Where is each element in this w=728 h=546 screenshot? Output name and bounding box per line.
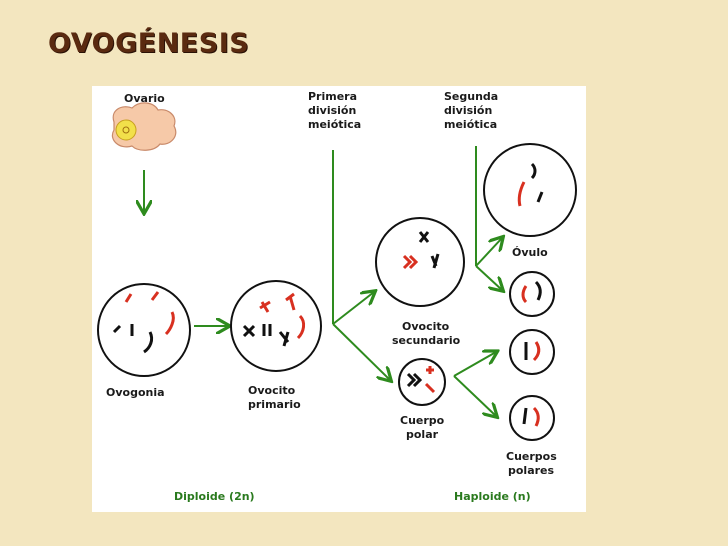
ovogonia-cell bbox=[97, 283, 191, 377]
primera-division-label: Primera división meiótica bbox=[308, 90, 361, 131]
ovocito-secundario-cell bbox=[375, 217, 465, 307]
cuerpos-polares-label: Cuerpos polares bbox=[506, 450, 557, 477]
svg-text:secundario: secundario bbox=[392, 334, 461, 347]
polar-body-2 bbox=[509, 329, 555, 375]
slide-title: OVOGÉNESIS bbox=[48, 28, 250, 59]
ovocito-primario-label: Ovocito primario bbox=[248, 384, 301, 411]
polar-body-1 bbox=[509, 271, 555, 317]
ovary-illustration bbox=[111, 102, 177, 151]
diploide-label: Diploide (2n) bbox=[174, 490, 255, 503]
ovogonia-label: Ovogonia bbox=[106, 386, 165, 399]
svg-text:Primera: Primera bbox=[308, 90, 357, 103]
arrow-to-ovocito-secundario bbox=[332, 292, 374, 325]
arrow-to-polar-3 bbox=[453, 375, 496, 416]
ovogenesis-diagram: Ovario Primera división meiótica Segunda… bbox=[92, 86, 586, 512]
svg-text:Cuerpo: Cuerpo bbox=[400, 414, 445, 427]
ovocito-secundario-label: Ovocito secundario bbox=[392, 320, 461, 347]
svg-text:meiótica: meiótica bbox=[444, 118, 497, 131]
arrow-to-cuerpo-polar bbox=[332, 323, 390, 380]
svg-text:división: división bbox=[444, 104, 492, 117]
arrow-to-polar-1 bbox=[475, 265, 502, 290]
svg-text:Ovocito: Ovocito bbox=[402, 320, 450, 333]
svg-text:meiótica: meiótica bbox=[308, 118, 361, 131]
svg-text:polares: polares bbox=[508, 464, 555, 477]
svg-text:polar: polar bbox=[406, 428, 439, 441]
cuerpo-polar-cell bbox=[398, 358, 446, 406]
arrow-to-ovulo bbox=[475, 238, 502, 267]
svg-text:Ovocito: Ovocito bbox=[248, 384, 296, 397]
ovario-label: Ovario bbox=[124, 92, 165, 105]
svg-text:Cuerpos: Cuerpos bbox=[506, 450, 557, 463]
svg-text:Segunda: Segunda bbox=[444, 90, 498, 103]
arrow-to-polar-2 bbox=[453, 352, 496, 377]
polar-body-3 bbox=[509, 395, 555, 441]
haploide-label: Haploide (n) bbox=[454, 490, 531, 503]
ovulo-label: Óvulo bbox=[512, 246, 548, 259]
cuerpo-polar-label: Cuerpo polar bbox=[400, 414, 445, 441]
svg-text:división: división bbox=[308, 104, 356, 117]
ovulo-cell bbox=[483, 143, 577, 237]
segunda-division-label: Segunda división meiótica bbox=[444, 90, 498, 131]
ovocito-primario-cell bbox=[230, 280, 322, 372]
svg-text:primario: primario bbox=[248, 398, 301, 411]
